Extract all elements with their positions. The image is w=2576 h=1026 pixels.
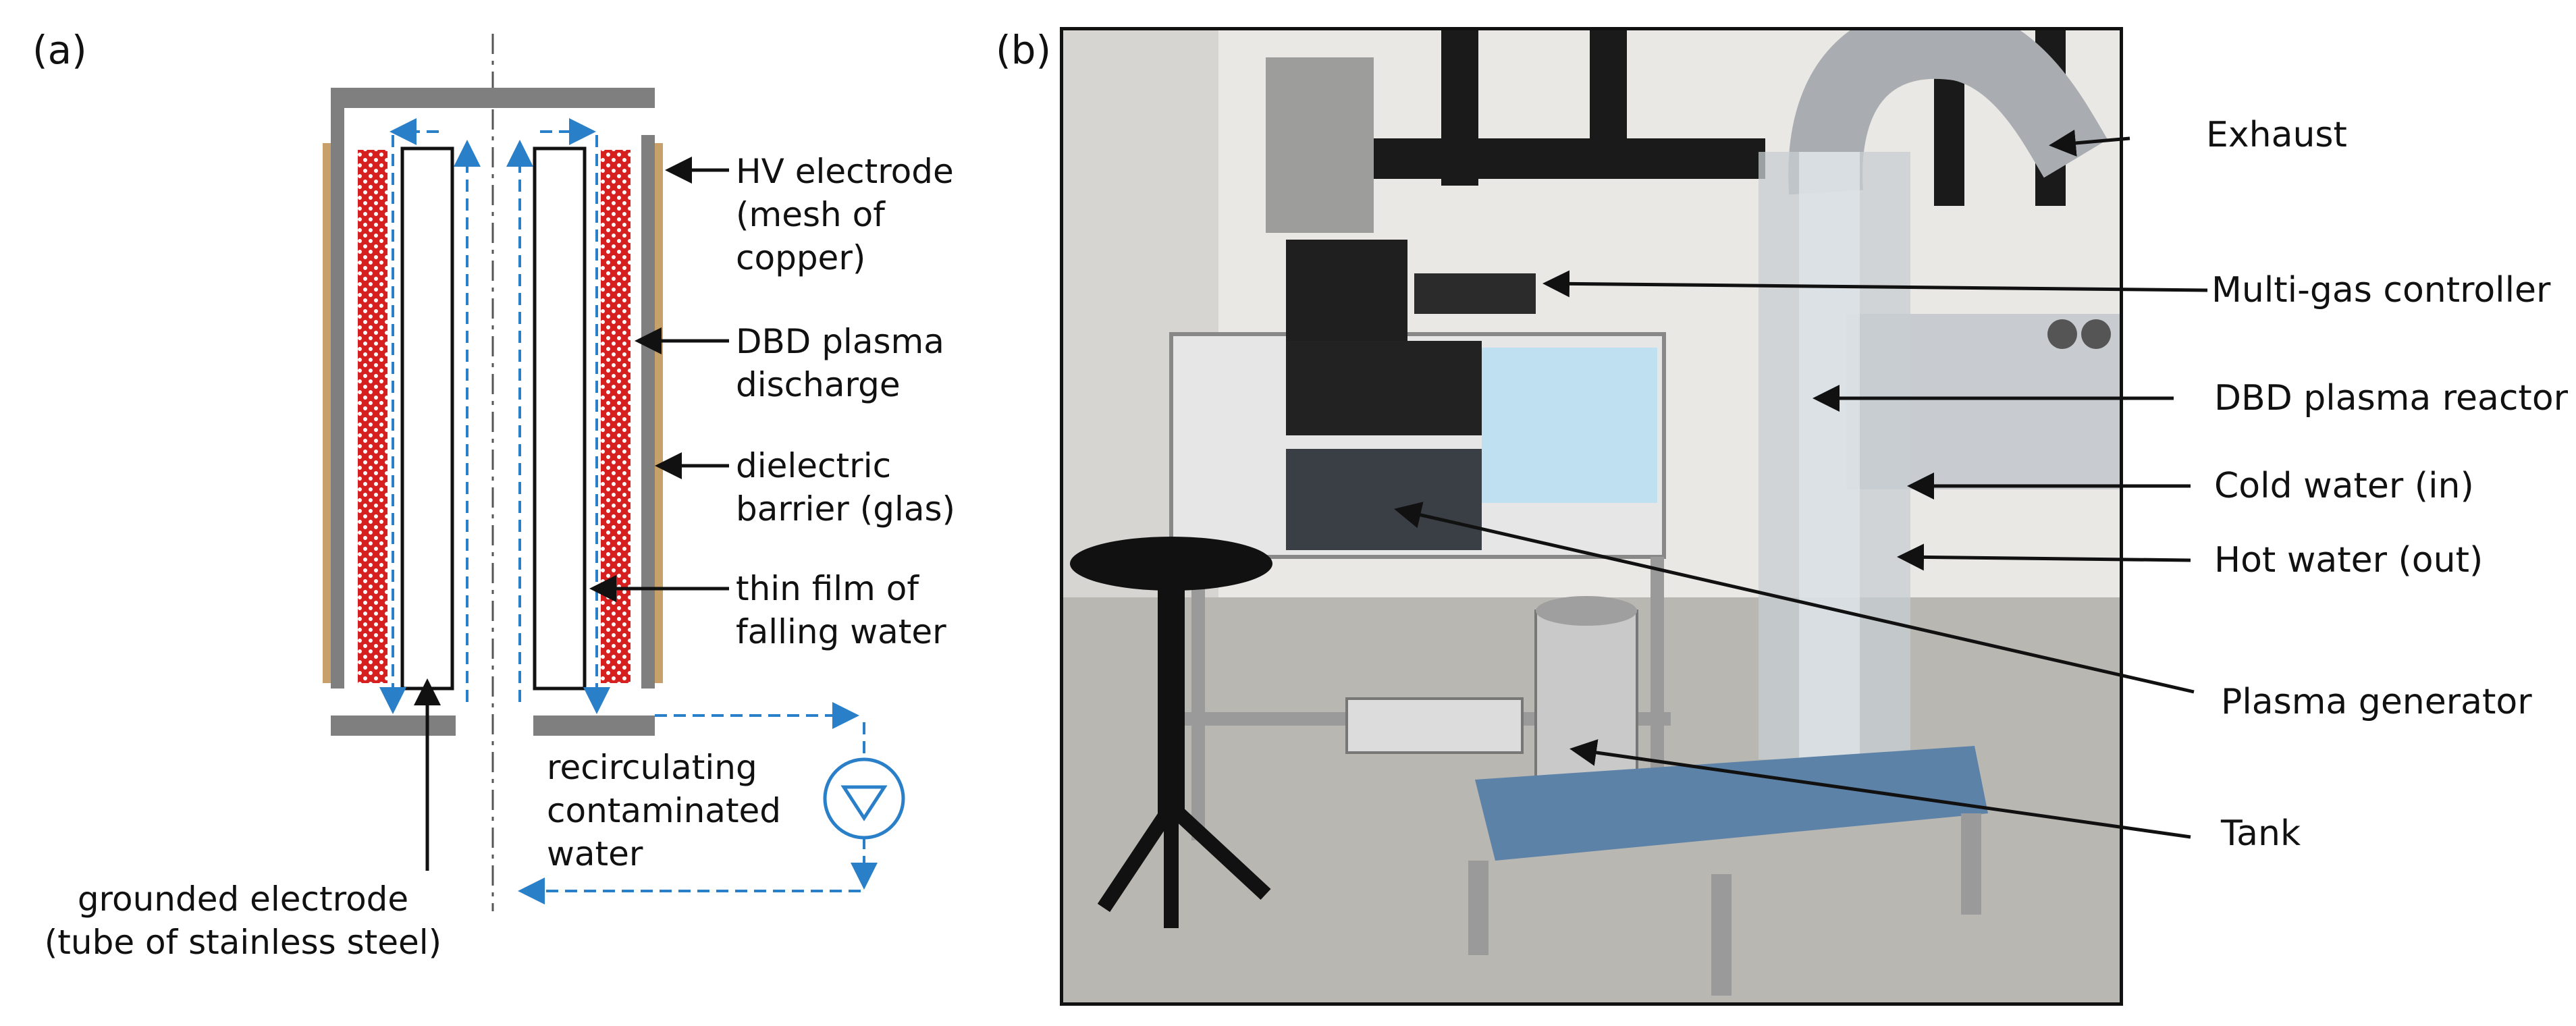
left-copper-mesh	[323, 143, 331, 683]
photo-illustration	[1063, 30, 2120, 1002]
label-hv-electrode: HV electrode (mesh of copper)	[736, 152, 954, 277]
panel-a-label: (a)	[32, 27, 87, 73]
label-dbd-discharge: DBD plasma discharge	[736, 322, 944, 404]
panel-b-label: (b)	[996, 27, 1052, 73]
label-hot-water-out: Hot water (out)	[2214, 540, 2484, 580]
label-exhaust: Exhaust	[2206, 115, 2347, 155]
label-dielectric: dielectric barrier (glas)	[736, 446, 956, 529]
right-copper-mesh	[655, 143, 663, 683]
left-inner-tube	[400, 146, 454, 691]
label-grounded-electrode: grounded electrode (tube of stainless st…	[44, 880, 442, 962]
label-cold-water-in: Cold water (in)	[2214, 466, 2474, 506]
right-plasma-band	[601, 150, 630, 683]
right-inner-tube	[533, 146, 587, 691]
label-water-film: thin film of falling water	[736, 569, 946, 651]
top-cap	[331, 88, 655, 108]
bottom-left-cap	[331, 716, 456, 736]
left-outer-wall	[331, 88, 344, 688]
setup-photo	[1060, 27, 2123, 1006]
label-plasma-generator: Plasma generator	[2221, 682, 2532, 722]
label-recirculating: recirculating contaminated water	[547, 748, 782, 873]
pump-symbol	[823, 757, 905, 840]
label-multi-gas-controller: Multi-gas controller	[2211, 270, 2551, 310]
label-dbd-plasma-reactor: DBD plasma reactor	[2214, 378, 2569, 418]
label-tank: Tank	[2221, 813, 2301, 854]
bottom-right-cap	[533, 716, 655, 736]
right-outer-wall	[641, 135, 655, 688]
left-plasma-band	[358, 150, 387, 683]
